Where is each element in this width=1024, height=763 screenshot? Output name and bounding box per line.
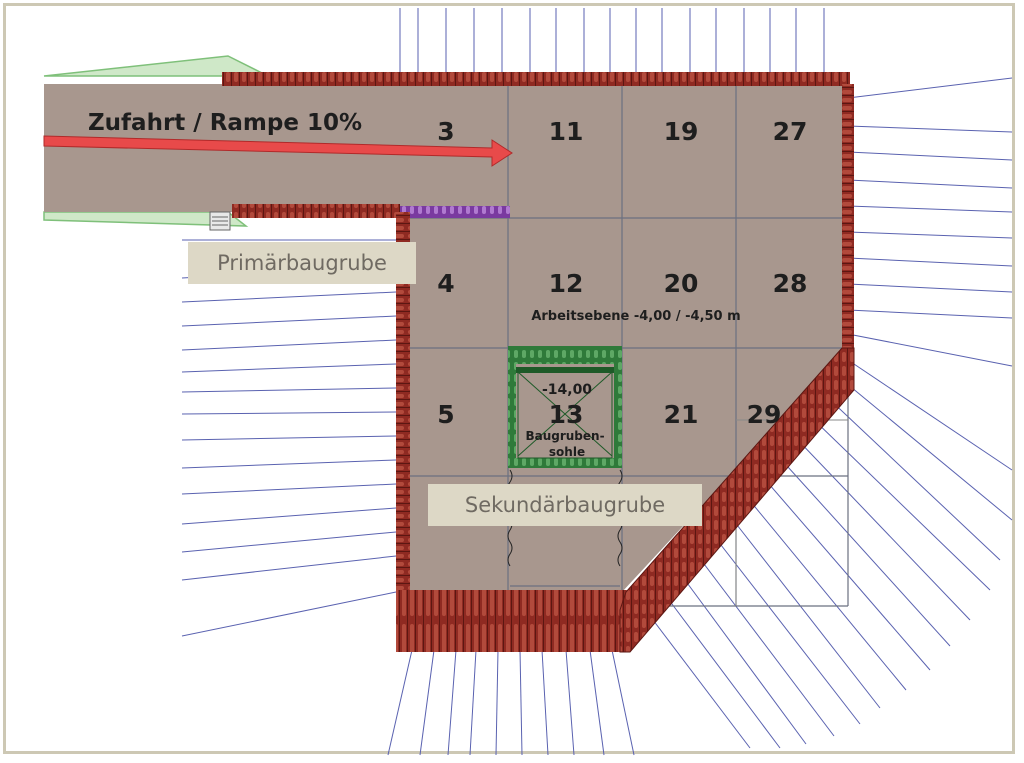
cell-label-5: 5 — [437, 400, 454, 429]
ramp-label: Zufahrt / Rampe 10% — [88, 110, 362, 136]
grid-cell-labels: 3 11 19 27 4 12 20 28 5 13 21 29 — [437, 117, 807, 429]
anchor-lines — [181, 8, 1013, 756]
cell-label-21: 21 — [664, 400, 699, 429]
ramp-outline — [43, 55, 269, 227]
cell-label-4: 4 — [437, 269, 454, 298]
pit-floor-label-1: Baugruben- — [525, 429, 604, 443]
cell-label-11: 11 — [549, 117, 584, 146]
cell-label-29: 29 — [747, 400, 782, 429]
ramp-arrow — [43, 135, 513, 167]
cell-label-13: 13 — [549, 400, 584, 429]
pit-floor-label-2: sohle — [549, 445, 585, 459]
cell-label-3: 3 — [437, 117, 454, 146]
primary-pit-label: Primärbaugrube — [188, 242, 416, 284]
sheet-pile-walls — [222, 72, 855, 653]
cell-label-28: 28 — [773, 269, 808, 298]
cell-label-12: 12 — [549, 269, 584, 298]
secondary-pit-label: Sekundärbaugrube — [428, 484, 702, 526]
cell-label-20: 20 — [664, 269, 699, 298]
pit-depth-label: -14,00 — [542, 382, 592, 398]
cell-label-19: 19 — [664, 117, 699, 146]
secondary-pit — [507, 346, 623, 567]
cell-label-27: 27 — [773, 117, 808, 146]
working-level-label: Arbeitsebene -4,00 / -4,50 m — [531, 309, 740, 324]
